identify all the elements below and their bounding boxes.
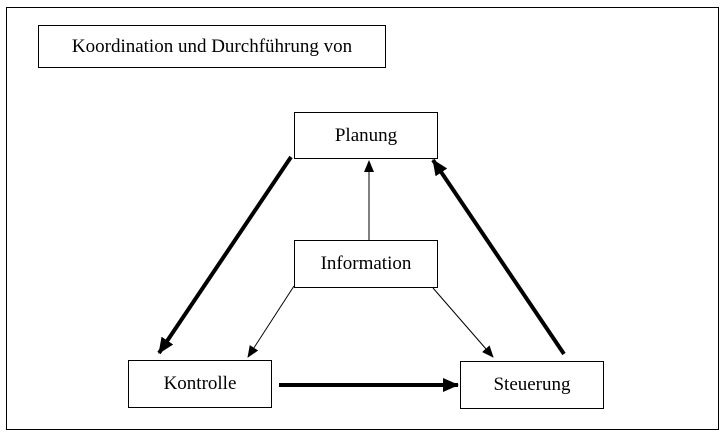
edge-information-to-steuerung [432,287,494,358]
diagram-title: Koordination und Durchführung von [71,35,353,57]
node-information-label: Information [320,253,412,274]
edge-steuerung-to-planung [431,158,566,356]
node-kontrolle-label: Kontrolle [163,373,237,394]
title-box: Koordination und Durchführung von [38,25,386,68]
diagram-frame [6,7,719,430]
edge-planung-to-kontrolle [157,155,293,355]
node-planung-label: Planung [334,124,398,146]
node-planung: Planung [294,112,438,159]
node-kontrolle: Kontrolle [128,360,272,408]
node-information: Information [294,240,438,288]
node-steuerung-label: Steuerung [493,374,571,395]
node-steuerung: Steuerung [460,361,604,409]
edge-information-to-kontrolle [247,285,295,358]
